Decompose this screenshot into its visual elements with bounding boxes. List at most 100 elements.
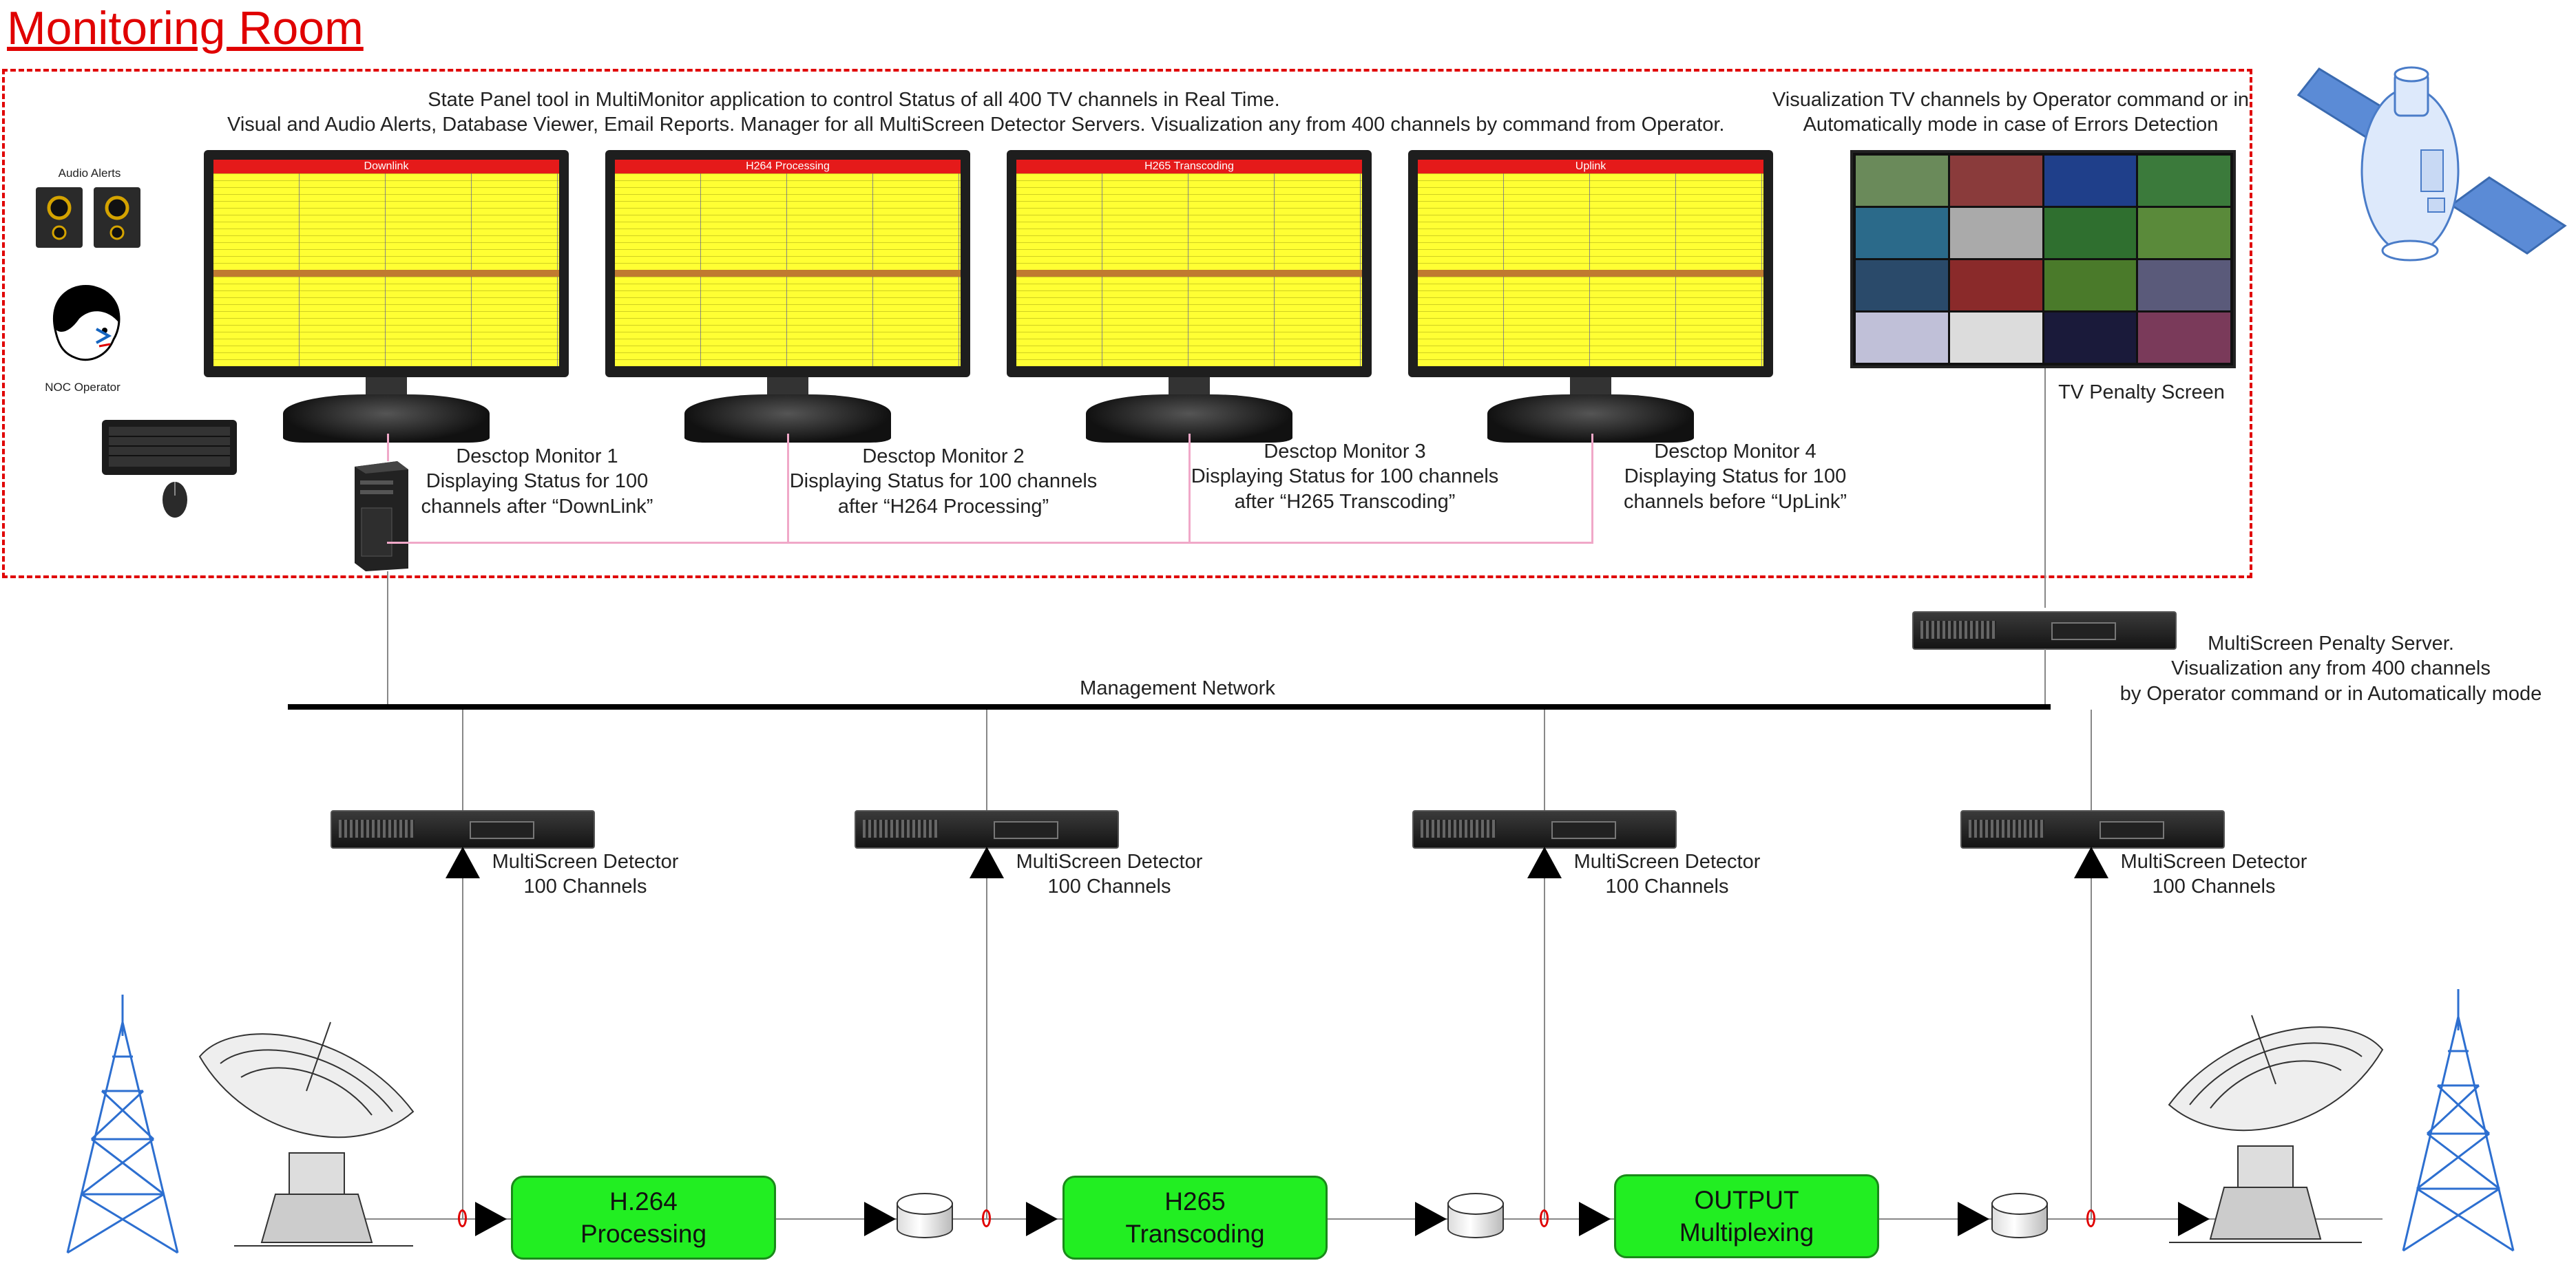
satellite-dish-left-icon bbox=[198, 1021, 415, 1247]
h265-transcoding-line2: Transcoding bbox=[1125, 1220, 1265, 1248]
speakers-icon bbox=[36, 187, 140, 248]
audio-alerts-label: Audio Alerts bbox=[58, 167, 121, 180]
penalty-server-network-link bbox=[2044, 649, 2046, 708]
keyboard-mouse-icon bbox=[102, 420, 237, 518]
h265-transcoding-line1: H265 bbox=[1164, 1187, 1226, 1216]
management-network-line bbox=[288, 704, 2051, 710]
output-multiplexing-line1: OUTPUT bbox=[1694, 1185, 1799, 1214]
storage-1-icon bbox=[897, 1193, 953, 1242]
detector-3-caption-line1: MultiScreen Detector bbox=[1573, 851, 1761, 873]
detector-1-caption-line2: 100 Channels bbox=[523, 876, 647, 898]
pc-tower-icon bbox=[355, 461, 408, 571]
monitor-1-caption-line1: Desctop Monitor 1 bbox=[456, 445, 618, 467]
desktop-monitor-4: Uplink bbox=[1408, 150, 1773, 446]
h264-processing-line2: Processing bbox=[580, 1220, 707, 1248]
probe-ring-4 bbox=[2086, 1209, 2095, 1227]
output-multiplexing-line2: Multiplexing bbox=[1679, 1218, 1814, 1247]
tv-penalty-screen-label: TV Penalty Screen bbox=[2058, 381, 2225, 403]
monitoring-room-boundary bbox=[2, 69, 2252, 578]
state-panel-description-line1: State Panel tool in MultiMonitor applica… bbox=[428, 89, 1280, 111]
state-panel-description-line2: Visual and Audio Alerts, Database Viewer… bbox=[227, 114, 1725, 136]
chain-arrow-6 bbox=[1958, 1202, 1989, 1236]
monitor-2-caption: Desctop Monitor 2 Displaying Status for … bbox=[785, 444, 1102, 519]
penalty-server-caption-line2: Visualization any from 400 channels bbox=[2171, 657, 2491, 680]
detector-2-caption: MultiScreen Detector 100 Channels bbox=[999, 849, 1219, 900]
detector-2-arrow bbox=[970, 847, 1004, 878]
output-multiplexing-block: OUTPUT Multiplexing bbox=[1614, 1174, 1879, 1258]
storage-3-icon bbox=[1991, 1193, 2048, 1242]
detector-4-caption-line2: 100 Channels bbox=[2152, 876, 2276, 898]
pc-monitor-link bbox=[387, 434, 389, 461]
management-network-label: Management Network bbox=[1080, 677, 1275, 699]
monitor-1-screen-title: Downlink bbox=[213, 160, 559, 173]
detector-1-arrow bbox=[446, 847, 480, 878]
detector-2-caption-line1: MultiScreen Detector bbox=[1016, 851, 1203, 873]
monitor-2-screen-title: H264 Processing bbox=[615, 160, 961, 173]
monitor-2-caption-line1: Desctop Monitor 2 bbox=[862, 445, 1025, 467]
tv-penalty-screen bbox=[1850, 150, 2236, 368]
noc-operator-icon bbox=[53, 285, 121, 361]
detector-2-link bbox=[986, 710, 987, 1219]
tv-visualization-description-line2: Automatically mode in case of Errors Det… bbox=[1803, 114, 2219, 136]
desktop-monitor-3: H265 Transcoding bbox=[1007, 150, 1372, 446]
detector-1-caption-line1: MultiScreen Detector bbox=[492, 851, 679, 873]
monitor-4-caption-line3: channels before “UpLink” bbox=[1623, 490, 1847, 513]
storage-2-icon bbox=[1447, 1193, 1504, 1242]
monitor-3-caption: Desctop Monitor 3 Displaying Status for … bbox=[1186, 439, 1503, 514]
chain-arrow-7 bbox=[2178, 1202, 2210, 1236]
monitor-4-link bbox=[1591, 434, 1593, 543]
detector-4-caption: MultiScreen Detector 100 Channels bbox=[2104, 849, 2324, 900]
monitor-4-caption-line1: Desctop Monitor 4 bbox=[1654, 441, 1816, 463]
detector-server-3-icon bbox=[1412, 810, 1677, 849]
noc-operator-label: NOC Operator bbox=[45, 381, 121, 394]
chain-arrow-1 bbox=[475, 1202, 507, 1236]
pc-network-link bbox=[387, 571, 388, 706]
tower-left-icon bbox=[66, 995, 179, 1254]
monitor-3-link bbox=[1188, 434, 1191, 543]
chain-arrow-5 bbox=[1579, 1202, 1611, 1236]
detector-3-link bbox=[1544, 710, 1545, 1219]
detector-4-caption-line1: MultiScreen Detector bbox=[2120, 851, 2307, 873]
tv-visualization-description-line1: Visualization TV channels by Operator co… bbox=[1772, 89, 2250, 111]
penalty-server-caption: MultiScreen Penalty Server. Visualizatio… bbox=[2093, 631, 2568, 706]
page-title: Monitoring Room bbox=[7, 2, 364, 54]
chain-arrow-3 bbox=[1026, 1202, 1058, 1236]
monitor-3-caption-line3: after “H265 Transcoding” bbox=[1234, 490, 1456, 513]
monitor-4-screen-title: Uplink bbox=[1418, 160, 1763, 173]
chain-arrow-2 bbox=[864, 1202, 896, 1236]
monitor-3-caption-line1: Desctop Monitor 3 bbox=[1264, 441, 1426, 463]
monitor-1-caption-line2: Displaying Status for 100 bbox=[426, 470, 649, 493]
probe-ring-3 bbox=[1540, 1209, 1549, 1227]
monitor-3-caption-line2: Displaying Status for 100 channels bbox=[1191, 465, 1499, 488]
monitor-3-screen-title: H265 Transcoding bbox=[1016, 160, 1362, 173]
signal-chain-line bbox=[358, 1218, 2383, 1220]
penalty-server-icon bbox=[1912, 611, 2177, 650]
detector-2-caption-line2: 100 Channels bbox=[1047, 876, 1171, 898]
tv-visualization-description: Visualization TV channels by Operator co… bbox=[1770, 87, 2252, 138]
penalty-server-caption-line1: MultiScreen Penalty Server. bbox=[2208, 633, 2454, 655]
h264-processing-line1: H.264 bbox=[609, 1187, 678, 1216]
monitor-2-link bbox=[787, 434, 789, 543]
detector-4-link bbox=[2091, 710, 2092, 1219]
monitor-bus-line bbox=[387, 542, 1593, 544]
desktop-monitor-2: H264 Processing bbox=[605, 150, 970, 446]
monitor-2-caption-line3: after “H264 Processing” bbox=[837, 495, 1049, 518]
state-panel-description: State Panel tool in MultiMonitor applica… bbox=[227, 87, 1725, 138]
monitor-2-caption-line2: Displaying Status for 100 channels bbox=[789, 470, 1098, 493]
detector-server-2-icon bbox=[855, 810, 1119, 849]
satellite-icon bbox=[2296, 66, 2567, 262]
detector-server-4-icon bbox=[1960, 810, 2225, 849]
penalty-server-caption-line3: by Operator command or in Automatically … bbox=[2119, 682, 2542, 705]
probe-ring-1 bbox=[458, 1209, 467, 1227]
detector-3-arrow bbox=[1527, 847, 1562, 878]
tv-screen-link bbox=[2044, 368, 2046, 608]
detector-server-1-icon bbox=[331, 810, 595, 849]
monitor-4-caption: Desctop Monitor 4 Displaying Status for … bbox=[1598, 439, 1873, 514]
desktop-monitor-1: Downlink bbox=[204, 150, 569, 446]
monitor-1-caption-line3: channels after “DownLink” bbox=[421, 495, 653, 518]
detector-3-caption: MultiScreen Detector 100 Channels bbox=[1557, 849, 1777, 900]
tower-right-icon bbox=[2402, 989, 2515, 1252]
detector-1-caption: MultiScreen Detector 100 Channels bbox=[475, 849, 695, 900]
